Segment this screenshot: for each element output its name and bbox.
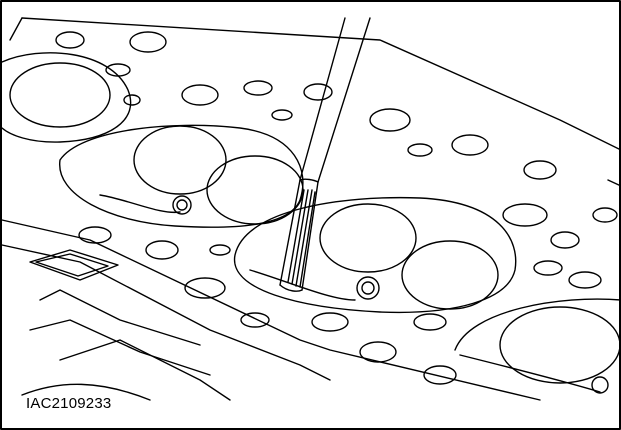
figure-id-label: IAC2109233 xyxy=(24,395,114,413)
center-combustion-chamber xyxy=(59,124,304,228)
cleaning-brush xyxy=(279,17,371,292)
head-outline xyxy=(1,17,621,401)
left-combustion-chamber xyxy=(1,52,141,143)
corner-block xyxy=(29,249,119,281)
far-right-combustion-chamber xyxy=(454,298,621,394)
right-combustion-chamber xyxy=(233,196,517,314)
coolant-passages xyxy=(55,31,618,385)
